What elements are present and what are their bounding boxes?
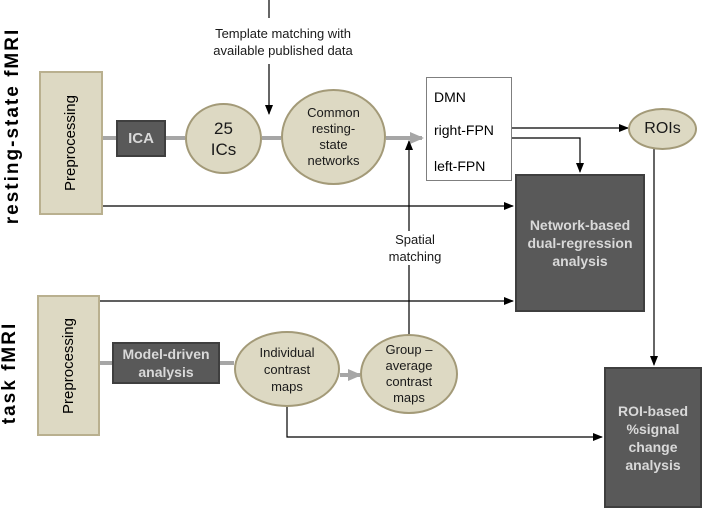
roi-based-box: ROI-based %signal change analysis (604, 367, 702, 508)
model-driven-box: Model-driven analysis (112, 342, 220, 384)
group-maps-node: Group – average contrast maps (360, 334, 458, 414)
group-maps-label: Group – average contrast maps (385, 342, 433, 405)
rois-node: ROIs (628, 108, 697, 150)
network-list-box: DMN right-FPN left-FPN (426, 77, 512, 181)
preprocessing-task-label: Preprocessing (60, 318, 77, 414)
ica-box: ICA (116, 120, 166, 157)
network-right-fpn: right-FPN (434, 122, 494, 138)
common-networks-node: Common resting- state networks (281, 89, 386, 185)
preprocessing-rest-box: Preprocessing (39, 71, 103, 215)
common-networks-label: Common resting- state networks (307, 105, 360, 168)
dual-regression-label: Network-based dual-regression analysis (527, 217, 633, 269)
row-label-task: task fMRI (0, 321, 20, 425)
ica-label: ICA (128, 130, 154, 147)
individual-maps-node: Individual contrast maps (234, 331, 340, 407)
template-matching-note: Template matching with available publish… (198, 25, 368, 59)
spatial-matching-note: Spatial matching (380, 231, 450, 265)
network-left-fpn: left-FPN (434, 158, 486, 174)
dual-regression-box: Network-based dual-regression analysis (515, 174, 645, 312)
arrow-networks-dualreg (512, 137, 584, 173)
preprocessing-task-box: Preprocessing (37, 295, 100, 436)
preprocessing-rest-label: Preprocessing (62, 95, 79, 191)
row-label-resting: resting-state fMRI (2, 27, 23, 225)
roi-based-label: ROI-based %signal change analysis (617, 402, 688, 473)
network-dmn: DMN (434, 89, 466, 105)
rois-label: ROIs (644, 120, 681, 137)
ics-node: 25 ICs (185, 103, 262, 174)
arrow-individual-roibased (286, 402, 603, 441)
individual-maps-label: Individual contrast maps (259, 344, 315, 394)
ics-label: 25 ICs (210, 118, 237, 159)
model-driven-label: Model-driven analysis (122, 346, 210, 380)
